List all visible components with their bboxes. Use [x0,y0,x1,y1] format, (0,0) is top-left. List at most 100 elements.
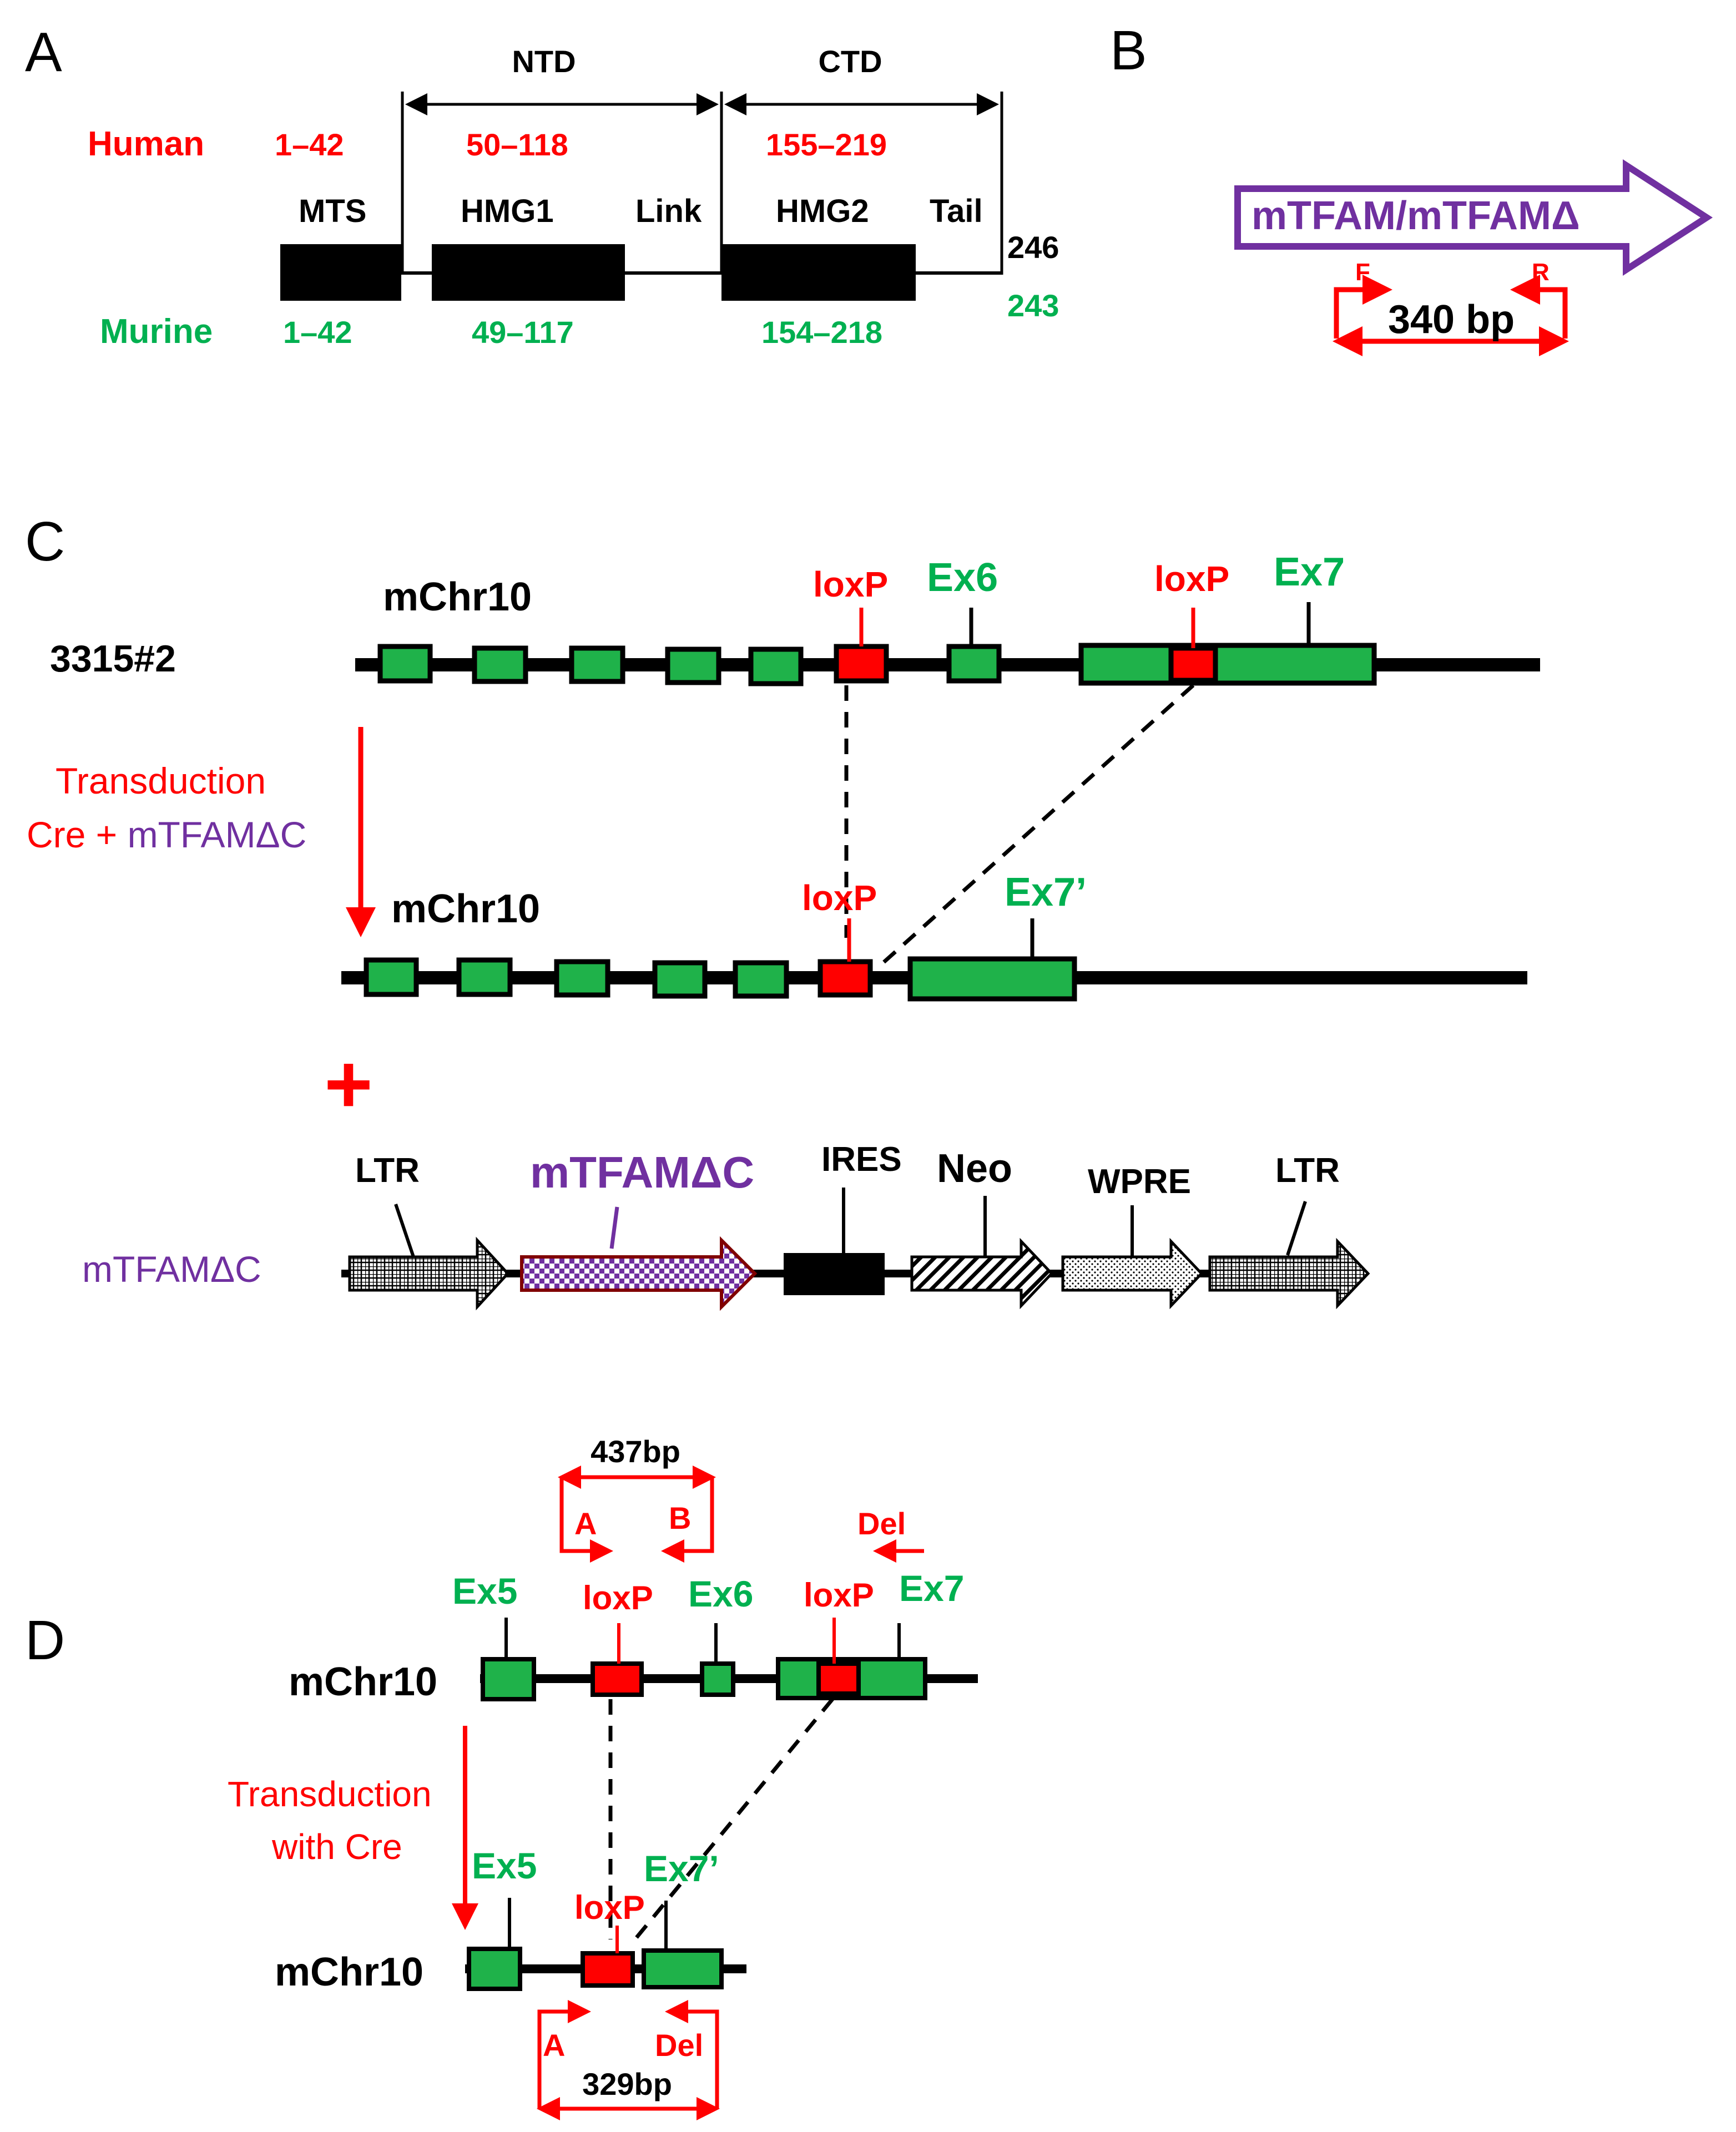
hmg1-box [432,244,625,301]
construct-label: mTFAM/mTFAMΔ [1251,194,1580,238]
murine-range-mts: 1–42 [283,315,352,350]
ex7-label: Ex7 [1274,550,1345,594]
panel-b: B mTFAM/mTFAMΔ F R 340 bp [1110,19,1713,356]
human-range-hmg1: 50–118 [466,127,568,162]
exon-box [364,957,419,997]
loxp-site [1168,645,1218,683]
loxp-site [816,1661,861,1696]
clone-label: 3315#2 [50,638,176,680]
transduction-cre: Cre + [27,814,128,855]
loxp-label: loxP [804,1577,874,1614]
panel-b-letter: B [1110,19,1147,82]
panel-d-letter: D [25,1609,65,1671]
vector-element-ires: IRES [821,1140,902,1179]
product-bottom-label: 329bp [582,2067,672,2101]
primer-a-label: A [574,1506,597,1541]
exon-box [472,645,528,684]
vector-element-mtfam: mTFAMΔC [530,1148,754,1197]
panel-a: A NTD CTD Human Murine 1–42 50–118 155–2… [25,21,1059,351]
loxp-label: loxP [1154,559,1229,599]
loxp-site [581,1951,635,1988]
panel-c-letter: C [25,511,65,573]
chr-bottom-label: mChr10 [275,1950,423,1994]
plus-sign: + [324,1037,373,1130]
ex7-prime-label: Ex7’ [1005,870,1087,915]
ltr-3-arrow [1208,1237,1370,1310]
exon5-box [467,1947,522,1991]
vector-element-ltr-3: LTR [1275,1151,1340,1190]
transduction-vector: mTFAMΔC [128,814,307,855]
product-top-label: 437bp [591,1434,680,1469]
loxp-label: loxP [574,1889,645,1926]
exon6-box [700,1661,735,1697]
ex6-label: Ex6 [688,1573,753,1614]
primer-a-arrow [559,1477,613,1563]
murine-end: 243 [1007,288,1059,323]
primer-b-label: B [669,1501,691,1535]
exon-box [377,644,433,684]
vector-element-ltr-5: LTR [355,1151,420,1190]
vector-element-wpre: WPRE [1088,1163,1191,1201]
vector-name: mTFAMΔC [82,1249,261,1290]
mtfam-dc-arrow [520,1236,758,1311]
chr-top-exons [377,643,1377,686]
primer-r-label: R [1532,259,1550,286]
neo-arrow [910,1237,1054,1310]
primer-b-arrow [661,1477,714,1563]
ltr-3-pointer [1286,1201,1307,1256]
human-end: 246 [1007,230,1059,265]
loxp-label: loxP [583,1579,653,1616]
ires-box [784,1253,885,1295]
exon-box [652,960,708,999]
chr-top-label: mChr10 [289,1660,437,1704]
mtfam-dc-pointer [609,1206,619,1249]
exon7-box [1078,643,1377,686]
transduction-label-line2: Cre + mTFAMΔC [27,814,306,855]
murine-range-hmg1: 49–117 [472,315,574,350]
domain-mts: MTS [299,193,366,229]
chr-bottom-exons [364,956,1077,1002]
domain-tail: Tail [930,193,983,229]
panel-d: D 437bp A B Del mChr10 Ex5 loxP Ex6 loxP… [25,1434,978,2120]
exon-box [665,646,721,685]
exon-box [733,960,789,999]
loxp-label: loxP [802,878,877,918]
transduction-label-line2: with Cre [271,1827,402,1867]
ntd-label: NTD [512,44,576,79]
recombination-dash [875,684,1195,970]
exon7-prime-box [642,1948,724,1989]
ltr-5-arrow [348,1236,510,1311]
recombination-dash [631,1697,834,1944]
chr-top-label: mChr10 [383,575,532,619]
transduction-label-line1: Transduction [55,760,266,801]
human-range-mts: 1–42 [275,127,344,162]
loxp-site [591,1661,644,1697]
wpre-arrow [1061,1237,1204,1310]
exon5-box [481,1657,536,1701]
loxp-label: loxP [813,564,888,604]
vector-element-neo: Neo [937,1146,1012,1191]
ex5-label: Ex5 [472,1845,537,1886]
ex7-label: Ex7 [899,1568,964,1609]
construct-arrow [1234,159,1713,276]
exon-box [554,959,610,998]
domain-hmg2: HMG2 [776,193,869,229]
primer-f-arrow [1334,275,1392,339]
loxp-site [817,959,873,998]
panel-c: C 3315#2 mChr10 loxP Ex6 loxP Ex7 Transd… [25,511,1540,1311]
panel-a-letter: A [25,21,62,83]
exon6-box [946,644,1002,684]
ex7-prime-label: Ex7’ [644,1848,719,1889]
primer-del-label: Del [857,1506,906,1541]
domain-link: Link [635,193,702,229]
product-label: 340 bp [1388,297,1515,342]
human-label: Human [88,125,204,163]
ctd-label: CTD [818,44,882,79]
primer-f-label: F [1355,259,1370,286]
murine-range-hmg2: 154–218 [761,315,882,350]
primer-del-label: Del [655,2028,703,2063]
human-range-hmg2: 155–219 [766,127,887,162]
primer-r-arrow [1510,275,1568,339]
ex5-label: Ex5 [452,1570,517,1611]
